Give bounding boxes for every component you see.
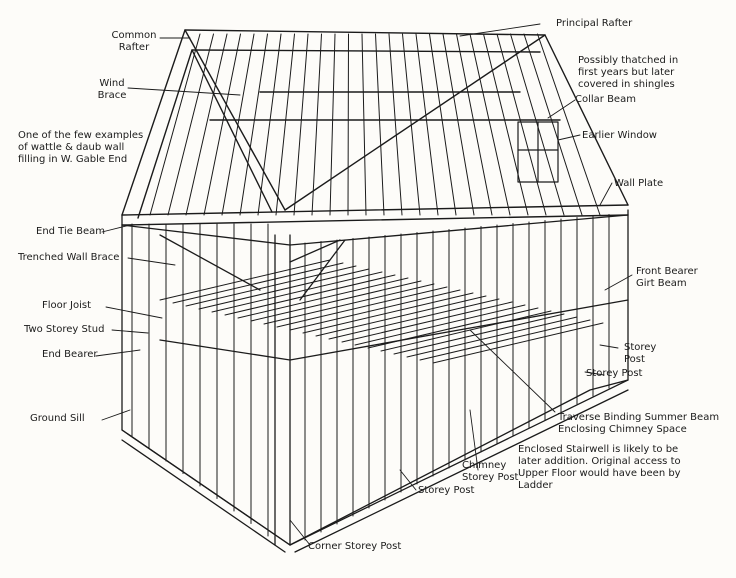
floor-joist — [432, 322, 604, 364]
floor-joist — [263, 283, 435, 325]
floor-joist — [211, 271, 383, 313]
common-rafter — [456, 33, 493, 216]
common-rafter — [415, 33, 439, 216]
floor-joist — [224, 274, 396, 316]
common-rafter — [469, 33, 511, 216]
floor-joist — [276, 286, 448, 328]
common-rafter — [257, 33, 282, 216]
floor-joist — [250, 280, 422, 322]
floor-joist — [341, 301, 513, 343]
floor-joist — [380, 310, 552, 352]
common-rafter — [293, 33, 309, 216]
common-rafter — [523, 33, 583, 216]
leader-lines — [95, 23, 633, 546]
floor-joist — [172, 262, 344, 304]
common-rafter — [167, 33, 214, 216]
common-rafter — [510, 33, 565, 216]
common-rafter — [347, 33, 349, 216]
wall-studs — [131, 214, 610, 541]
floor-joist — [289, 289, 461, 331]
floor-joist — [393, 313, 565, 355]
floor-joists — [159, 259, 604, 364]
common-rafter — [375, 33, 385, 216]
common-rafters — [149, 33, 601, 216]
common-rafter — [275, 33, 295, 216]
common-rafter — [537, 33, 601, 216]
floor-joist — [328, 298, 500, 340]
wall-frame — [121, 209, 629, 553]
common-rafter — [185, 33, 228, 216]
common-rafter — [388, 33, 403, 216]
common-rafter — [149, 33, 201, 216]
floor-joist — [406, 316, 578, 358]
floor-joist — [185, 265, 357, 307]
common-rafter — [203, 33, 241, 216]
floor-joist — [367, 307, 539, 349]
floor-joist — [159, 259, 331, 301]
common-rafter — [496, 33, 547, 216]
common-rafter — [483, 33, 529, 216]
floor-joist — [198, 268, 370, 310]
common-rafter — [239, 33, 268, 216]
roof-structure — [121, 29, 629, 226]
floor-joist — [315, 295, 487, 337]
common-rafter — [402, 33, 421, 216]
floor-joist — [237, 277, 409, 319]
common-rafter — [361, 33, 367, 216]
common-rafter — [329, 33, 336, 216]
floor-joist — [302, 292, 474, 334]
floor-joist — [419, 319, 591, 361]
common-rafter — [429, 33, 457, 216]
earlier-window-frame — [517, 121, 559, 183]
common-rafter — [221, 33, 255, 216]
common-rafter — [311, 33, 322, 216]
common-rafter — [442, 33, 475, 216]
floor-joist — [354, 304, 526, 346]
